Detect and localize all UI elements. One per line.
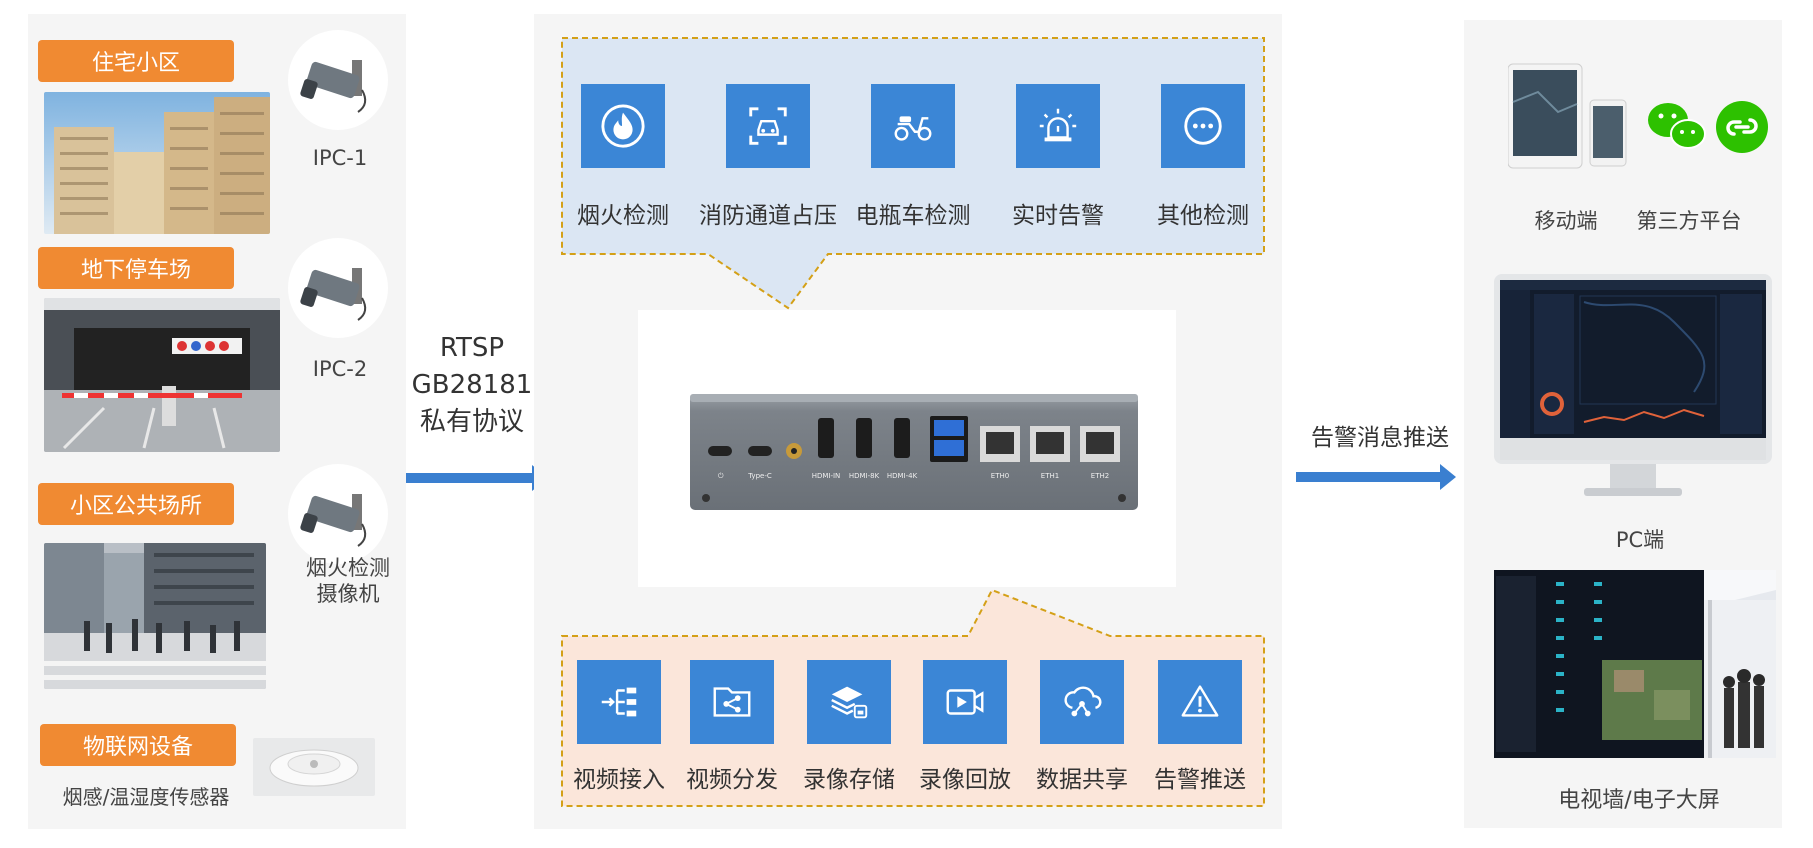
third-party-logos [1648,101,1768,153]
tree-input-icon [601,687,637,717]
algo-alarm-label: 实时告警 [1012,203,1104,229]
car-scan-icon [749,107,787,145]
func-record-storage-button[interactable] [807,660,891,744]
func-data-share-button[interactable] [1040,660,1124,744]
tv-wall-label: 电视墙/电子大屏 [1558,788,1720,813]
camera-ipc1-label: IPC-1 [312,146,368,170]
edge-box-device: ⏻ Type-C HDMI-IN HDMI-8K HDMI-4K ETH0 ET… [690,394,1138,510]
port-label-hdmi-8k: HDMI-8K [849,472,880,480]
site-tag-residential: 住宅小区 [38,40,234,82]
port-label-hdmi-in: HDMI-IN [812,472,841,480]
site-tag-public: 小区公共场所 [38,483,234,525]
func-video-distribute-button[interactable] [690,660,774,744]
camera-ipc2-label: IPC-2 [312,357,368,381]
output-arrow [1296,464,1456,490]
cloud-share-icon [1064,686,1102,717]
algo-ebike-label: 电瓶车检测 [855,203,971,229]
public-space-photo [44,543,266,689]
residential-photo [44,92,270,234]
site-tag-parking: 地下停车场 [38,247,234,289]
warning-icon [1181,685,1219,717]
func-record-storage-label: 录像存储 [803,767,895,793]
func-video-distribute-label: 视频分发 [686,767,778,793]
third-party-label: 第三方平台 [1636,209,1742,233]
port-label-eth0: ETH0 [991,472,1009,480]
algo-fire-lane-label: 消防通道占压 [699,203,837,229]
smoke-fire-camera-label-1: 烟火检测 [306,556,390,580]
scooter-icon [894,116,932,141]
func-alarm-push-label: 告警推送 [1154,767,1246,793]
site-tag-iot: 物联网设备 [40,724,236,766]
smoke-sensor-photo [253,738,375,796]
algo-fire-label: 烟火检测 [577,203,669,229]
algo-fire-button[interactable] [581,84,665,168]
algo-ebike-button[interactable] [871,84,955,168]
alarm-light-icon [1039,108,1077,142]
algo-other-label: 其他检测 [1157,203,1249,229]
smoke-fire-camera-icon [288,464,388,564]
iot-device-label: 烟感/温湿度传感器 [62,785,230,809]
camera-ipc1-icon [288,30,388,130]
func-alarm-push-button[interactable] [1158,660,1242,744]
protocol-list: RTSP GB28181 私有协议 [402,330,542,441]
port-label-eth1: ETH1 [1041,472,1059,480]
parking-photo [44,298,280,452]
tablet-phone-image [1508,63,1627,169]
algo-other-button[interactable] [1161,84,1245,168]
pc-label: PC端 [1615,528,1665,552]
flame-icon [601,104,645,148]
input-arrow [406,465,548,491]
protocol-rtsp: RTSP [439,333,505,363]
func-video-input-label: 视频接入 [573,767,665,793]
port-label-eth2: ETH2 [1091,472,1109,480]
protocol-gb28181: GB28181 [411,370,533,400]
port-label-hdmi-4k: HDMI-4K [887,472,918,480]
mobile-label: 移动端 [1534,209,1598,233]
algo-fire-lane-button[interactable] [726,84,810,168]
storage-layers-icon [831,686,868,719]
playback-icon [946,689,984,715]
camera-ipc2-icon [288,238,388,338]
share-folder-icon [713,687,751,717]
alarm-push-label: 告警消息推送 [1311,425,1449,451]
tv-wall-image [1494,570,1776,758]
more-icon [1184,107,1222,145]
smoke-fire-camera-label-2: 摄像机 [316,582,380,606]
func-data-share-label: 数据共享 [1036,767,1128,793]
func-playback-button[interactable] [923,660,1007,744]
port-label-typec: Type-C [747,472,772,480]
func-playback-label: 录像回放 [919,767,1011,793]
algo-alarm-button[interactable] [1016,84,1100,168]
protocol-private: 私有协议 [419,407,524,437]
func-video-input-button[interactable] [577,660,661,744]
svg-text:⏻: ⏻ [718,472,724,480]
algorithm-callout [561,37,1265,310]
pc-monitor-image [1494,274,1772,496]
function-callout [561,588,1265,807]
